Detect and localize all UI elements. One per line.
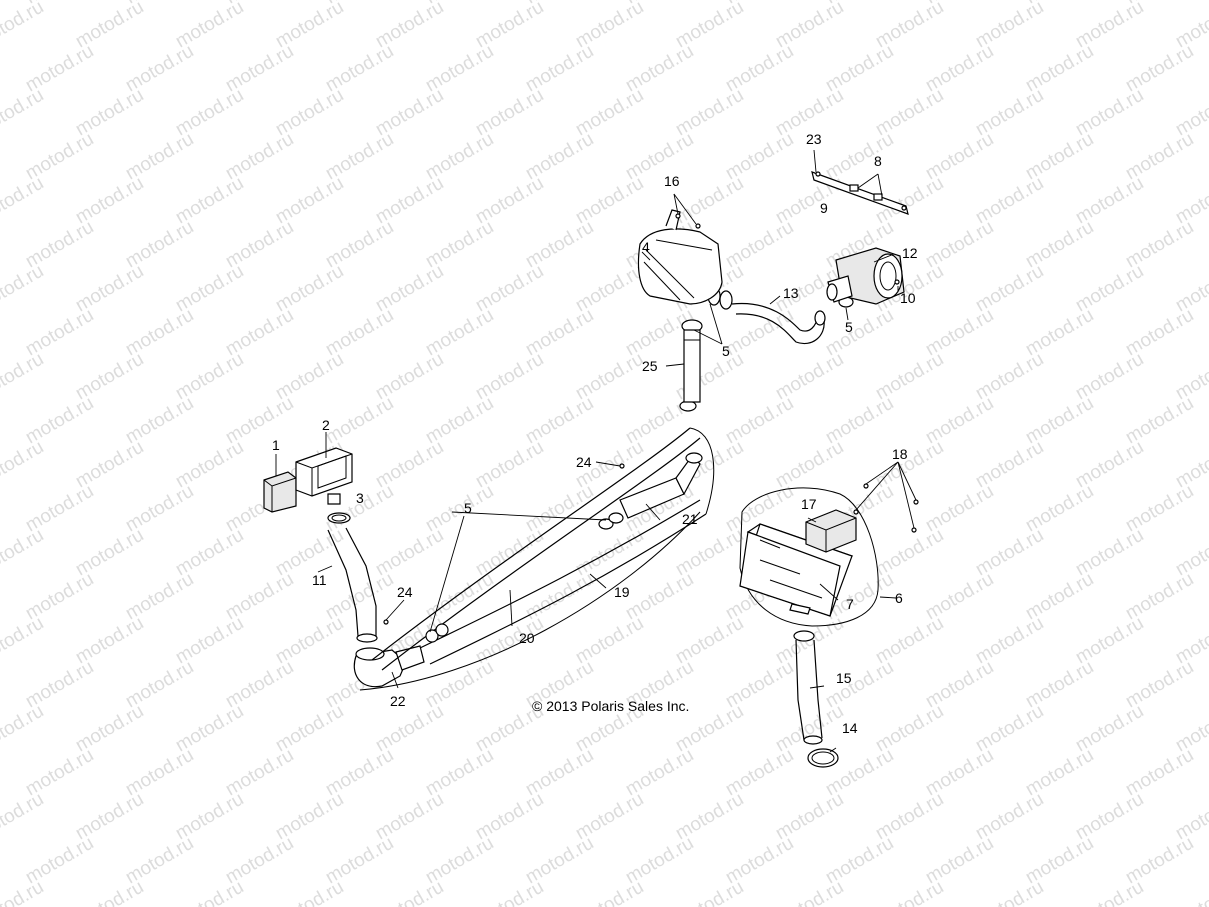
callout-16: 16 — [664, 173, 680, 189]
callout-5-lower: 5 — [464, 500, 472, 516]
callout-12: 12 — [902, 245, 918, 261]
part-3-clamp — [327, 512, 351, 524]
part-13-hose — [731, 302, 826, 345]
callout-23: 23 — [806, 131, 822, 147]
part-1-foam-block — [263, 471, 297, 513]
callout-24-lower: 24 — [397, 584, 413, 600]
callout-15: 15 — [836, 670, 852, 686]
part-15-lower-hose — [793, 630, 823, 745]
part-21-resonator — [619, 452, 703, 519]
part-18-screws — [853, 483, 919, 533]
callout-17: 17 — [801, 496, 817, 512]
callout-6: 6 — [895, 590, 903, 606]
callout-19: 19 — [614, 584, 630, 600]
callout-20: 20 — [519, 630, 535, 646]
callout-9: 9 — [820, 200, 828, 216]
callout-7: 7 — [846, 596, 854, 612]
part-14-clamp — [807, 748, 839, 768]
callout-25: 25 — [642, 358, 658, 374]
callout-labels: 1 2 3 4 5 5 5 6 7 8 9 10 11 12 13 14 15 … — [272, 131, 918, 736]
part-17-foam — [805, 509, 857, 553]
part-4-air-box — [637, 209, 723, 305]
callout-14: 14 — [842, 720, 858, 736]
callout-11: 11 — [312, 572, 327, 588]
callout-22: 22 — [390, 693, 406, 709]
part-9-bracket — [811, 171, 909, 215]
part-12-throttle-body — [826, 247, 905, 305]
part-24-fasteners — [383, 463, 625, 625]
copyright-notice: © 2013 Polaris Sales Inc. — [532, 698, 689, 714]
callout-24-upper: 24 — [576, 454, 592, 470]
callout-8: 8 — [874, 153, 882, 169]
part-22-elbow — [353, 645, 425, 688]
leader-lines — [275, 149, 917, 753]
callout-18: 18 — [892, 446, 908, 462]
callout-1: 1 — [272, 437, 280, 453]
callout-10: 10 — [900, 290, 916, 306]
callout-4: 4 — [642, 239, 650, 255]
callout-3: 3 — [356, 490, 364, 506]
callout-5-right: 5 — [845, 319, 853, 335]
part-11-bent-hose — [327, 527, 378, 643]
callout-13: 13 — [783, 285, 799, 301]
part-25-vertical-hose — [683, 329, 701, 403]
callout-21: 21 — [682, 511, 698, 527]
callout-2: 2 — [322, 417, 330, 433]
callout-5-upper: 5 — [722, 343, 730, 359]
part-2-intake-box — [295, 447, 353, 505]
